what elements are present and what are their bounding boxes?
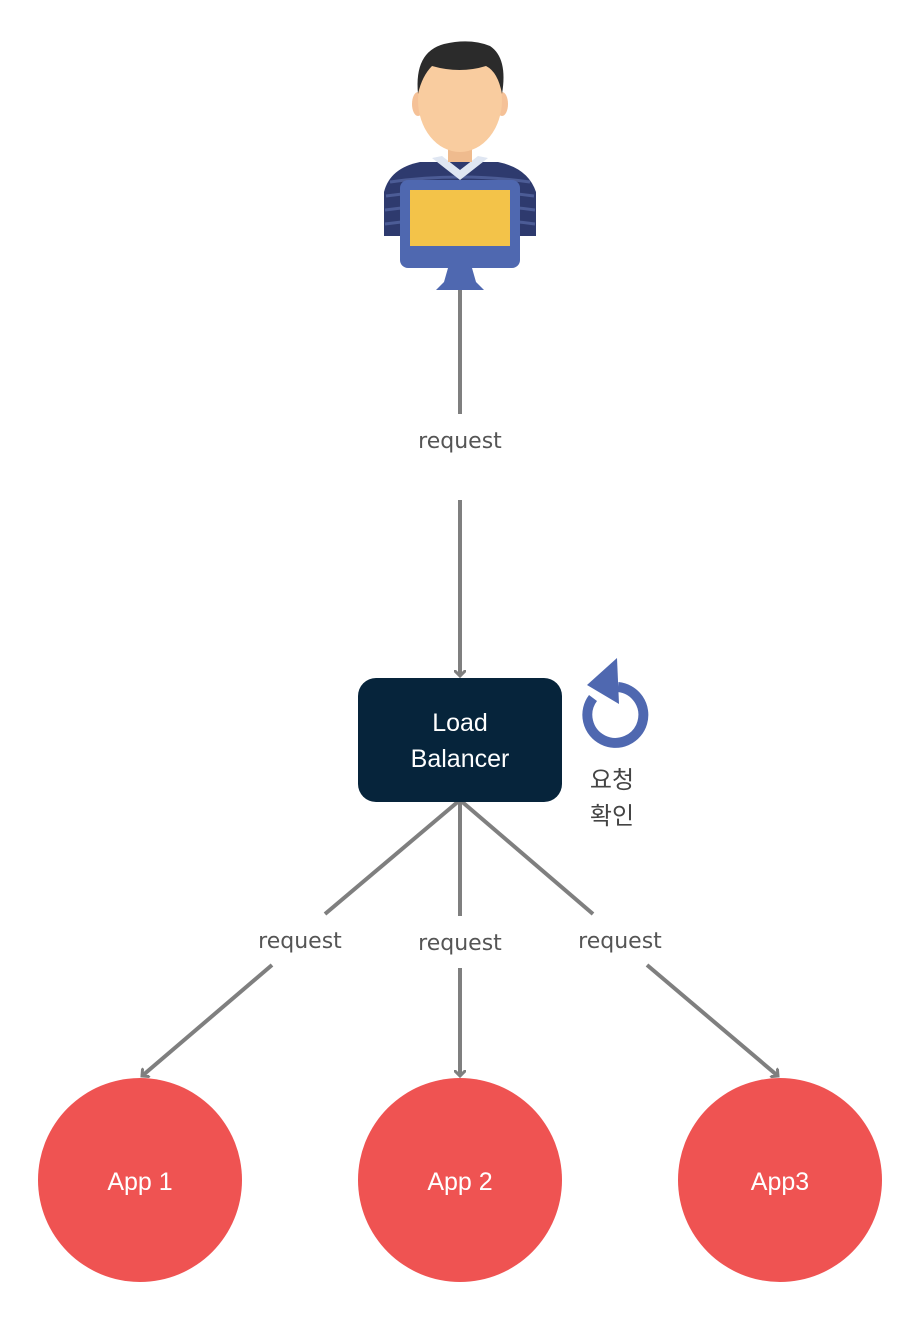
connector-lb-app3-bottom: [645, 963, 778, 1076]
app-circle: [358, 1078, 562, 1282]
edge-label-lb-app1: request: [258, 929, 342, 954]
edge-label-lb-app3: request: [578, 929, 662, 954]
app-label: App 2: [427, 1168, 492, 1196]
edge-label-user-lb: request: [418, 429, 502, 454]
app-circle: [38, 1078, 242, 1282]
app-label: App3: [751, 1168, 809, 1196]
load-balancer-box: [358, 678, 562, 802]
connector-lb-app1-top: [323, 798, 462, 916]
refresh-icon: [582, 658, 649, 748]
connector-lb-app3-top: [458, 798, 595, 916]
app-node-3: App3: [678, 1078, 882, 1282]
connectors: [142, 290, 778, 1076]
load-balancer-label-line2: Balancer: [411, 745, 510, 773]
app-label: App 1: [107, 1168, 172, 1196]
load-balancer-node: Load Balancer: [358, 678, 562, 802]
app-node-2: App 2: [358, 1078, 562, 1282]
app-circle: [678, 1078, 882, 1282]
note-label-line2: 확인: [590, 802, 634, 830]
connector-lb-app1-bottom: [142, 963, 274, 1076]
app-node-1: App 1: [38, 1078, 242, 1282]
note-label-line1: 요청: [590, 766, 634, 794]
load-balancer-label-line1: Load: [432, 709, 488, 737]
edge-label-lb-app2: request: [418, 931, 502, 956]
user-at-computer-icon: [384, 41, 536, 290]
